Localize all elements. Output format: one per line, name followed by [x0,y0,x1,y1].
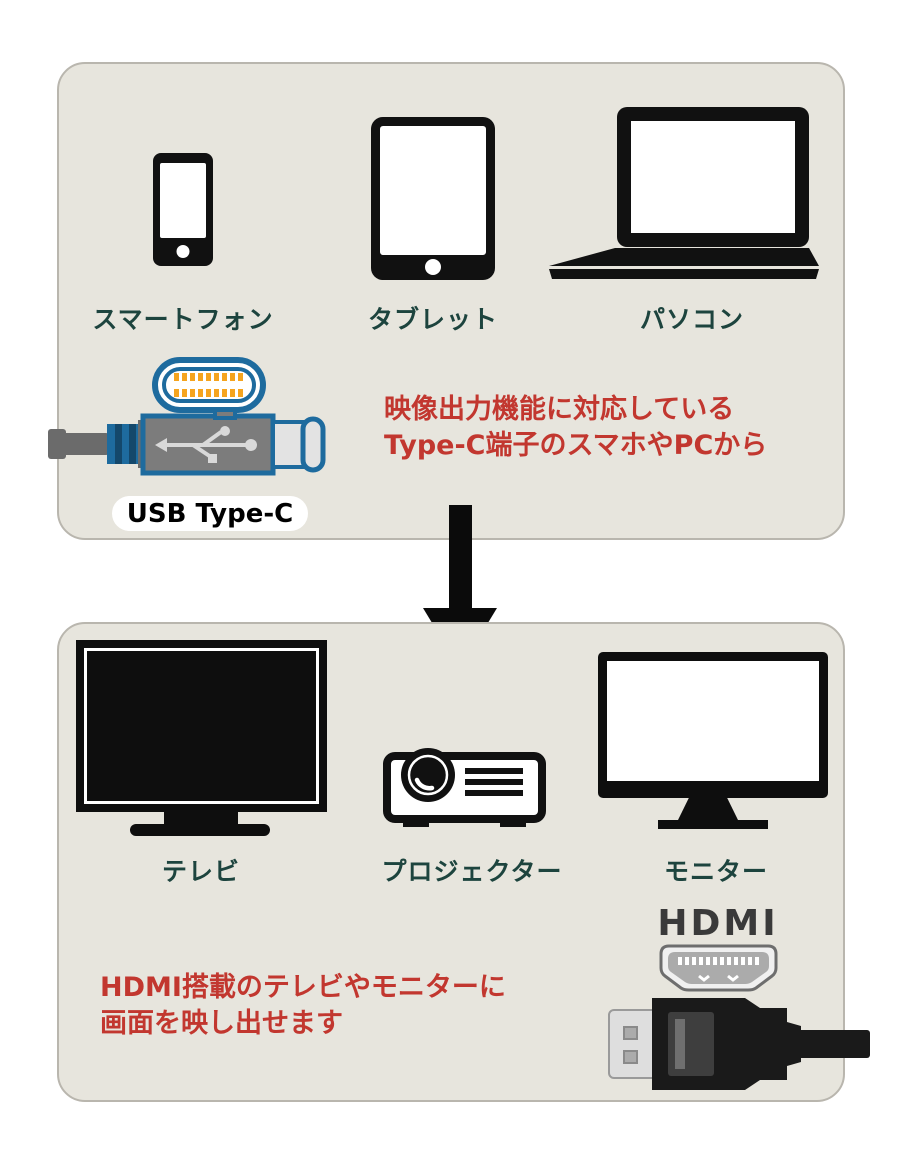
monitor-stand-neck [678,798,738,820]
tv-label: テレビ [161,857,241,886]
target-note-line1: HDMI搭載のテレビやモニターに [100,972,506,1003]
usb-type-c-label: USB Type-C [112,496,308,531]
tv-stand-neck [164,810,238,826]
hdmi-connector-icon: HDMI [608,903,870,1090]
hdmi-logo: HDMI [657,903,778,944]
target-note-line2: 画面を映し出せます [100,1008,343,1039]
monitor-label: モニター [663,857,769,886]
target-note: HDMI搭載のテレビやモニターに 画面を映し出せます [100,970,506,1042]
source-note-line2: Type-C端子のスマホやPCから [384,430,768,461]
laptop-icon [549,107,819,279]
smartphone-icon [153,153,213,266]
tv-body [76,640,327,812]
smartphone-screen [160,163,206,238]
usb-type-c-connector-icon [48,357,326,476]
pc-label: パソコン [639,305,745,334]
tablet-icon [371,117,495,280]
tablet-label: タブレット [367,305,499,334]
monitor-body [598,652,828,798]
monitor-screen [607,661,819,781]
tv-screen [84,648,319,804]
hdmi-plug-icon [608,998,870,1090]
smartphone-home-button [176,245,190,258]
projector-label: プロジェクター [381,857,563,886]
hdmi-port-icon [659,944,778,992]
tablet-home-button [425,259,441,275]
projector-icon [383,748,546,827]
source-note: 映像出力機能に対応している Type-C端子のスマホやPCから [384,392,767,464]
smartphone-label: スマートフォン [92,305,274,334]
monitor-icon [598,652,828,829]
source-note-line1: 映像出力機能に対応している [384,394,735,425]
tv-icon [76,640,327,836]
monitor-stand-base [658,820,768,829]
tablet-screen [380,126,486,255]
tv-stand-base [130,824,270,836]
